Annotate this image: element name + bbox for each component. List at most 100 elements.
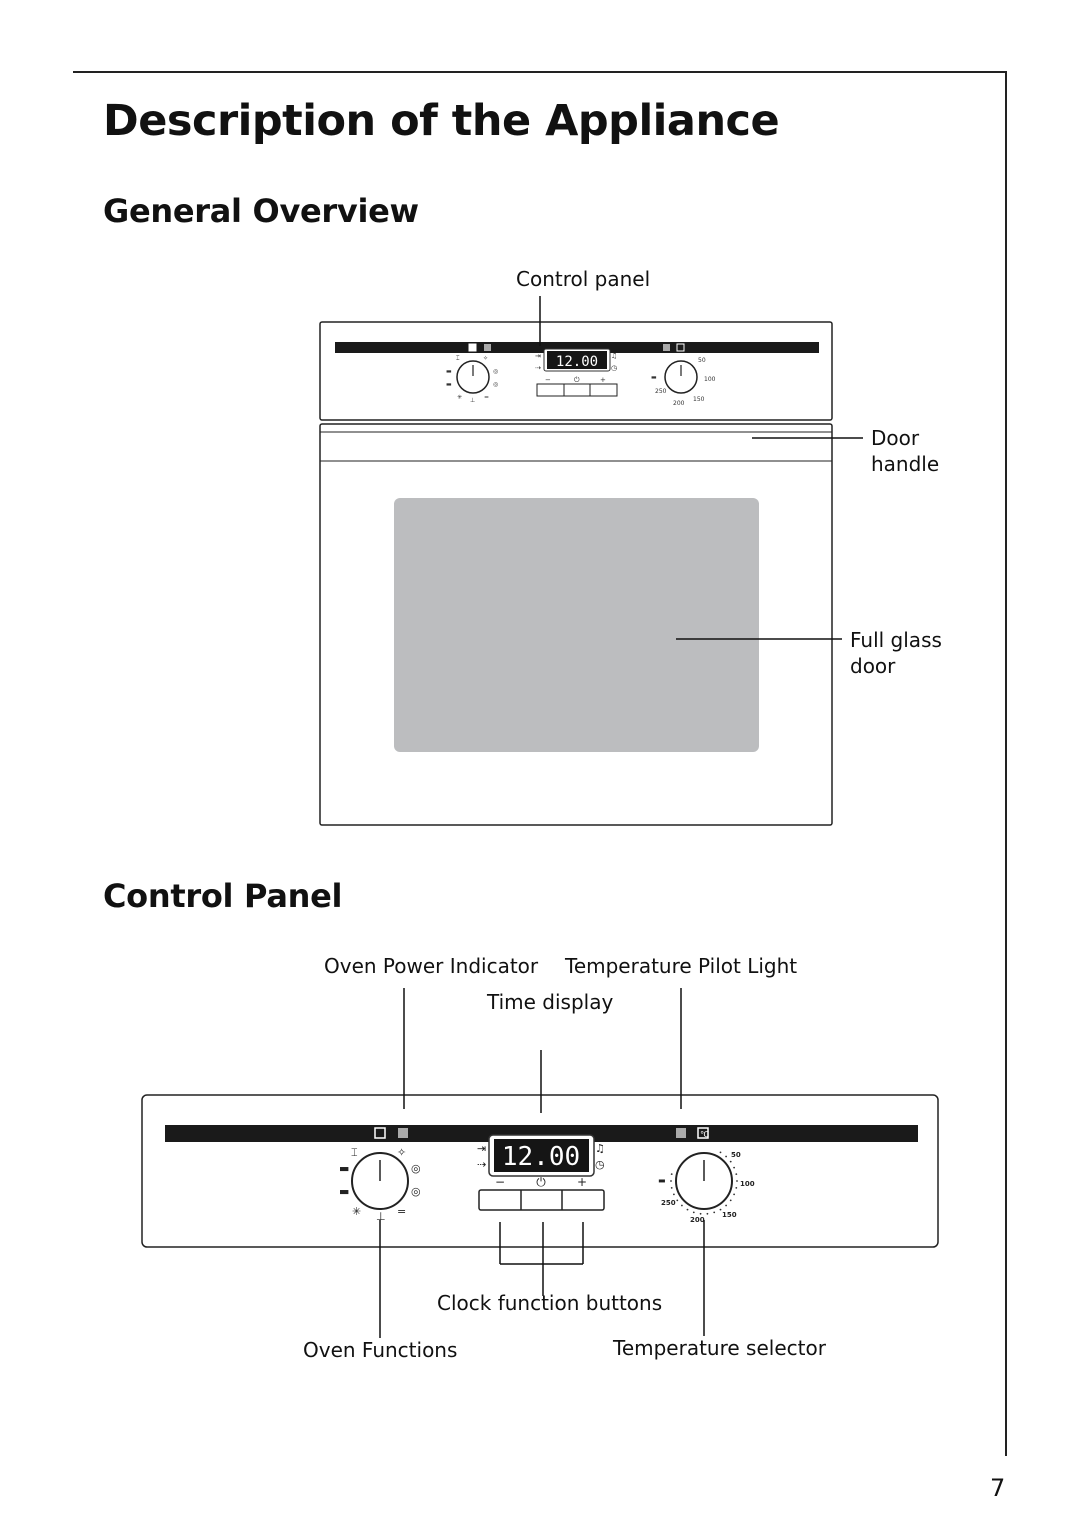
svg-text:◷: ◷ (595, 1158, 605, 1171)
label-full-glass-door: Full glass door (850, 628, 942, 678)
label-oven-functions: Oven Functions (303, 1338, 458, 1362)
svg-text:⌶: ⌶ (351, 1146, 358, 1159)
temperature-scale-label: 50 (731, 1151, 741, 1159)
label-time-display: Time display (487, 990, 614, 1014)
temperature-tick (713, 1211, 716, 1214)
svg-text:♫: ♫ (611, 352, 617, 360)
svg-text:⊥: ⊥ (376, 1210, 386, 1223)
svg-text:⇥: ⇥ (477, 1142, 486, 1155)
oven-indicator-small-2 (484, 344, 491, 351)
temperature-tick (692, 1211, 695, 1214)
svg-text:◎: ◎ (493, 368, 498, 375)
svg-text:100: 100 (704, 376, 716, 383)
page-title: Description of the Appliance (103, 96, 780, 146)
time-display-text: 12.00 (502, 1142, 580, 1172)
svg-text:✧: ✧ (483, 355, 488, 362)
time-display-small-text: 12.00 (556, 354, 598, 370)
svg-text:50: 50 (698, 357, 706, 364)
label-clock-function-buttons: Clock function buttons (437, 1291, 663, 1315)
svg-text:◎: ◎ (411, 1162, 421, 1175)
temperature-selector-knob (675, 1152, 733, 1210)
svg-text:250: 250 (655, 388, 667, 395)
control-panel-heading: Control Panel (103, 877, 343, 915)
temperature-tick (719, 1151, 722, 1154)
clock-buttons-small (536, 383, 618, 397)
label-temperature-pilot-light: Temperature Pilot Light (565, 954, 798, 978)
temperature-tick (719, 1208, 722, 1211)
full-glass-window (394, 498, 759, 752)
svg-text:▬: ▬ (446, 381, 452, 388)
svg-text:✳: ✳ (352, 1205, 361, 1218)
temperature-pilot-small (676, 343, 685, 352)
label-oven-power-indicator: Oven Power Indicator (324, 954, 539, 978)
temperature-tick (706, 1212, 709, 1215)
svg-text:▬: ▬ (339, 1185, 349, 1198)
temperature-tick (670, 1180, 672, 1182)
top-rule (73, 71, 1007, 73)
label-door-handle: Door handle (871, 426, 940, 476)
temperature-tick (735, 1187, 738, 1189)
temperature-scale-label: 250 (661, 1199, 676, 1207)
svg-text:200: 200 (673, 400, 685, 407)
oven-panel-body (319, 321, 833, 421)
svg-text:⏻: ⏻ (574, 376, 580, 384)
temperature-tick (670, 1173, 673, 1175)
oven-panel-strip (335, 342, 819, 353)
svg-text:+: + (600, 376, 606, 384)
general-overview-heading: General Overview (103, 192, 419, 230)
svg-text:⇢: ⇢ (535, 364, 541, 372)
oven-functions-knob (351, 1152, 409, 1210)
svg-text:▬: ▬ (651, 374, 657, 381)
temperature-tick (735, 1173, 738, 1175)
svg-text:◎: ◎ (411, 1185, 421, 1198)
function-knob-small (456, 360, 490, 394)
clock-button-symbol: − (495, 1175, 505, 1189)
indicator-light-2 (398, 1128, 408, 1138)
svg-text:−: − (545, 376, 551, 384)
temperature-tick (725, 1204, 727, 1207)
label-temperature-selector: Temperature selector (613, 1336, 826, 1360)
temperature-scale-label: 100 (740, 1180, 755, 1188)
oven-power-indicator-small (468, 343, 477, 352)
svg-text:⊥: ⊥ (470, 397, 475, 404)
temperature-tick (681, 1204, 683, 1207)
svg-text:♫: ♫ (595, 1142, 605, 1155)
svg-text:◷: ◷ (611, 364, 618, 372)
temperature-pilot-light (697, 1127, 709, 1139)
oven-power-indicator (374, 1127, 386, 1139)
svg-text:⌶: ⌶ (456, 355, 460, 362)
temperature-tick (729, 1160, 732, 1163)
temperature-tick (736, 1180, 738, 1182)
svg-text:=: = (397, 1205, 406, 1218)
clock-button-symbol: + (577, 1175, 587, 1189)
svg-text:▬: ▬ (446, 368, 452, 375)
temperature-tick (699, 1212, 702, 1215)
time-display (494, 1139, 589, 1172)
temperature-tick (670, 1187, 673, 1189)
svg-text:℃: ℃ (700, 1130, 709, 1139)
temperature-scale-label: 200 (690, 1216, 705, 1224)
control-panel-body (141, 1094, 939, 1248)
temperature-tick (733, 1193, 735, 1196)
temperature-tick (673, 1193, 675, 1196)
clock-button-symbol: ⏻ (536, 1175, 546, 1189)
right-rule (1005, 71, 1007, 1456)
page-number: 7 (990, 1474, 1006, 1502)
svg-text:◎: ◎ (493, 381, 498, 388)
label-control-panel: Control panel (516, 267, 651, 291)
temperature-tick (725, 1155, 727, 1158)
control-panel-strip (165, 1125, 918, 1142)
svg-text:▬: ▬ (339, 1162, 349, 1175)
svg-text:=: = (484, 394, 489, 401)
temperature-tick (686, 1208, 689, 1211)
temperature-tick (733, 1166, 735, 1169)
temperature-tick (676, 1199, 679, 1202)
svg-text:✧: ✧ (397, 1146, 406, 1159)
oven-indicator-small-3 (663, 344, 670, 351)
control-panel-drawing: ℃ ⌶✧ ▬◎ ▬◎ ✳⊥= 12.00 ⇥⇢ ♫◷ −⏻+ 501001502… (141, 988, 939, 1338)
time-display-small (547, 351, 607, 369)
temperature-scale-label: 150 (722, 1211, 737, 1219)
indicator-light-3 (676, 1128, 686, 1138)
svg-text:150: 150 (693, 396, 705, 403)
